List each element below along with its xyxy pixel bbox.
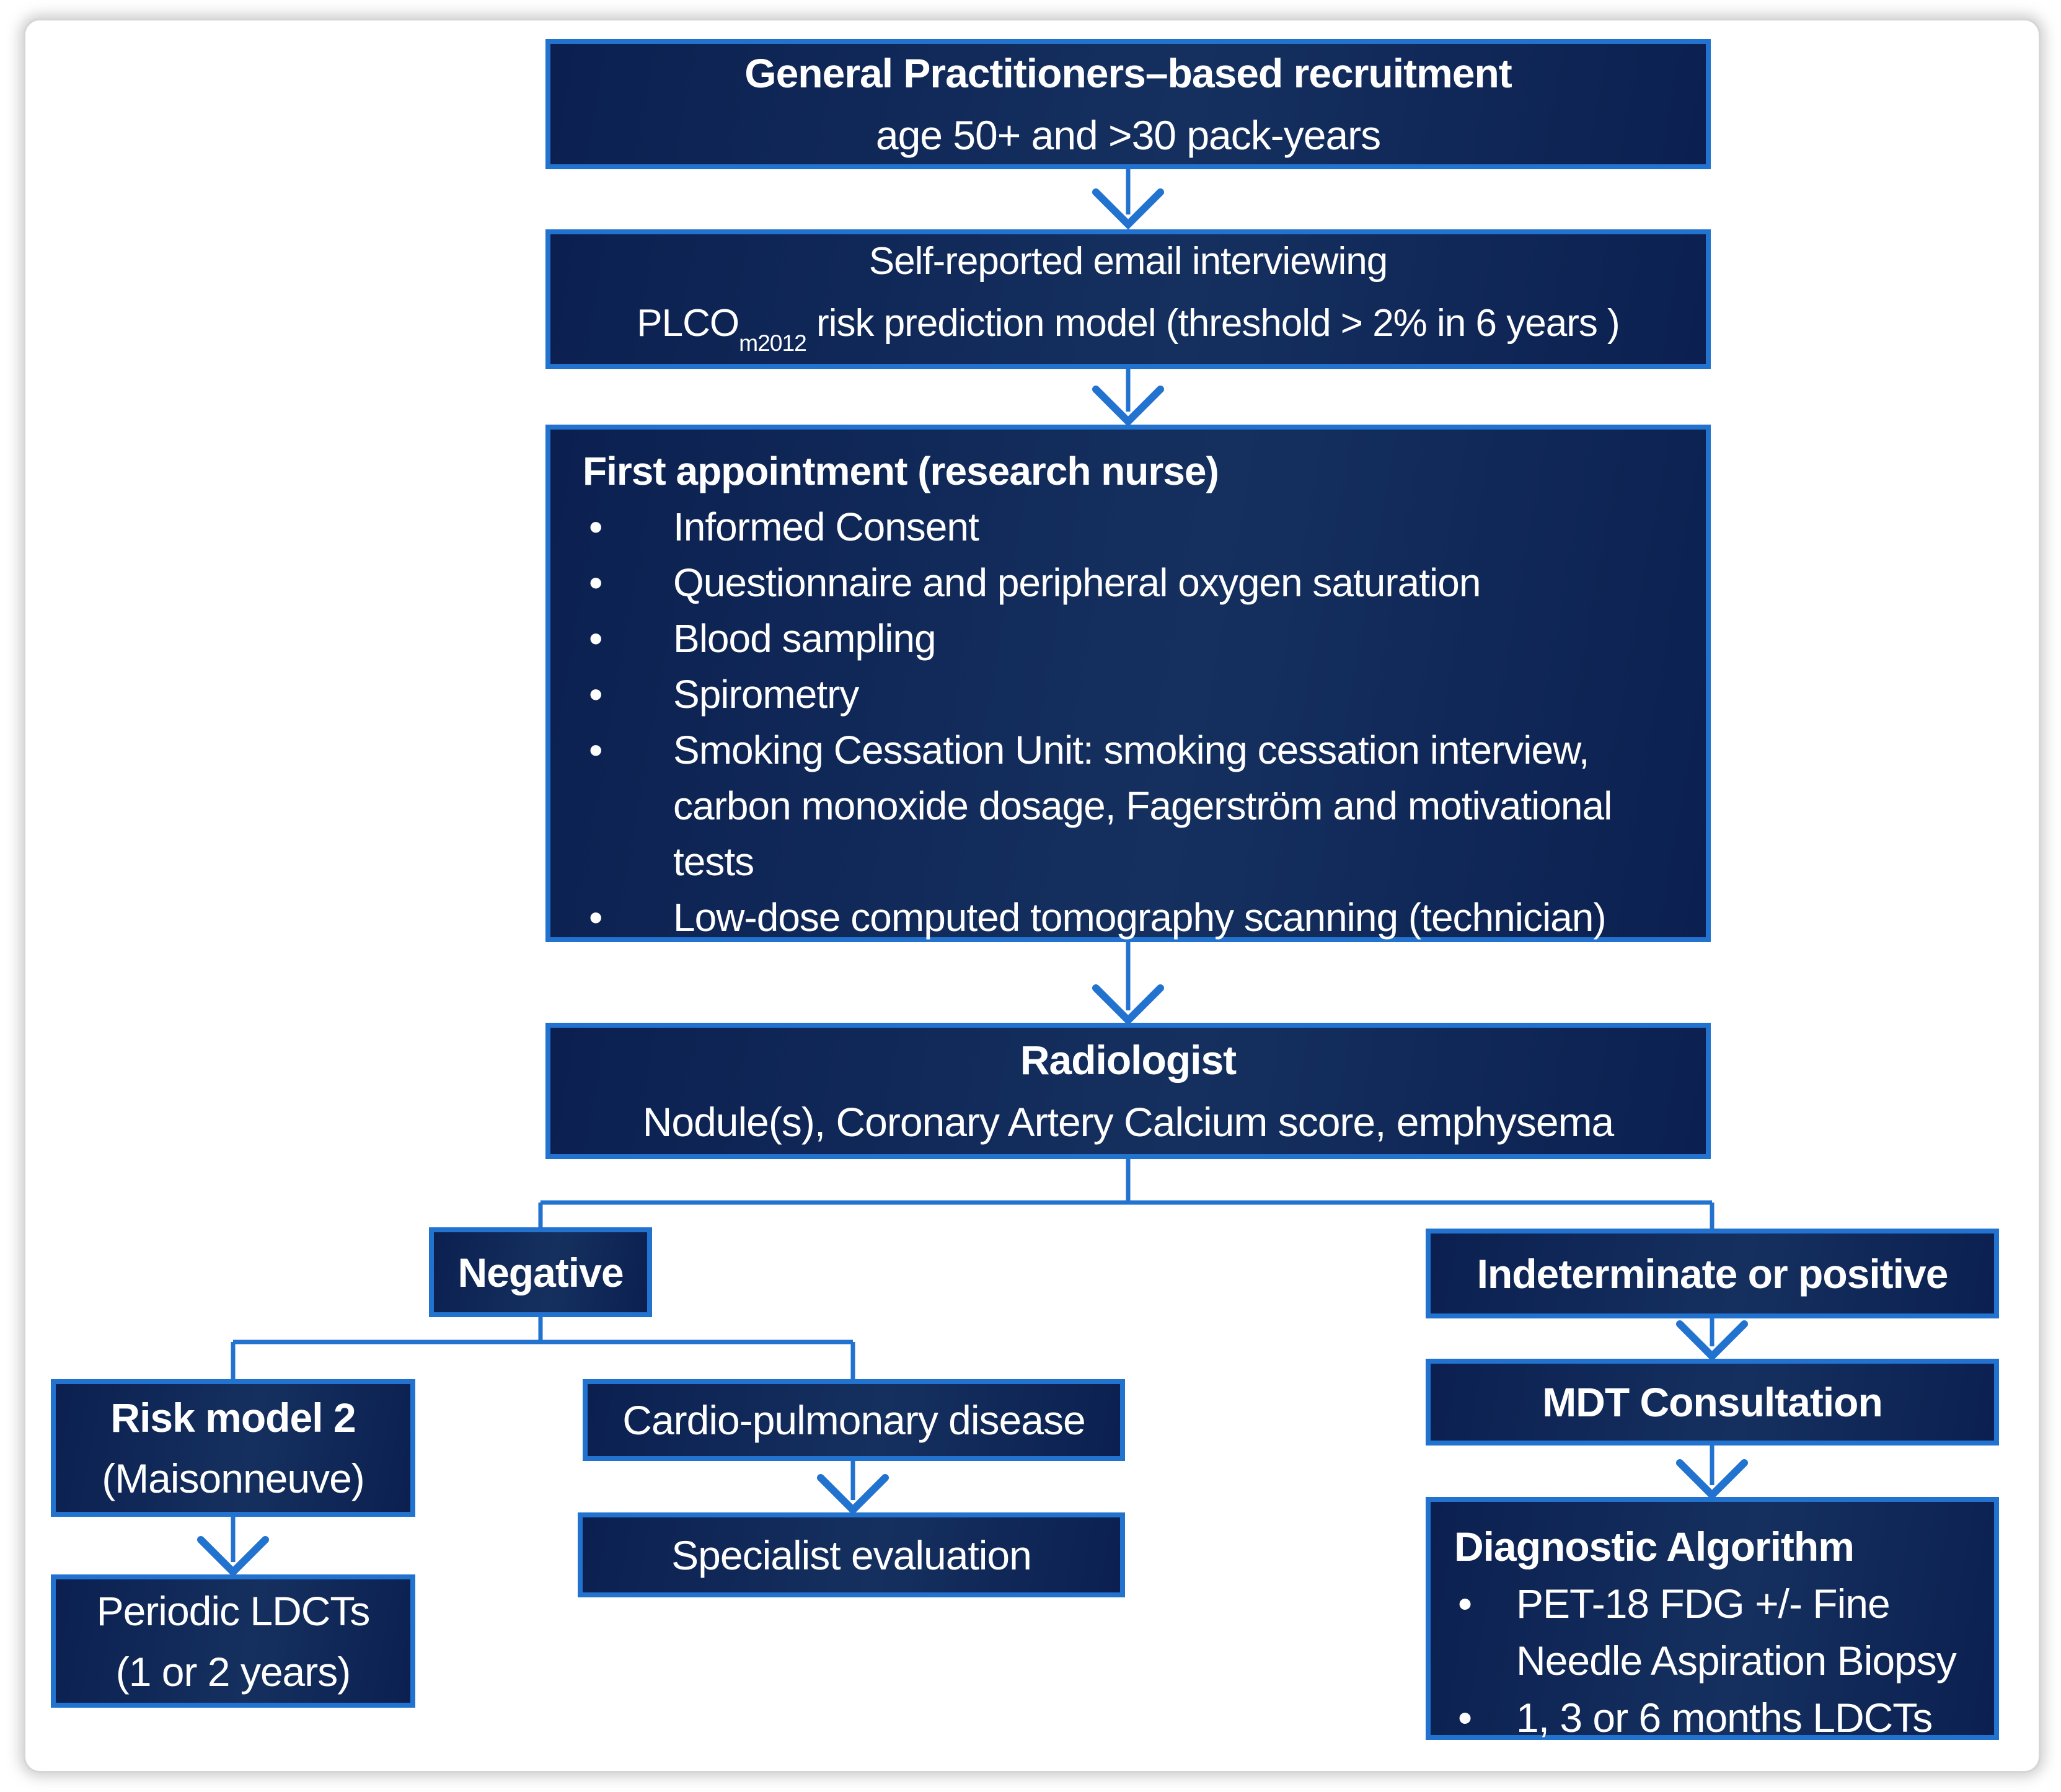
node-risk-model: Risk model 2 (Maisonneuve) <box>51 1379 415 1517</box>
risk-model-subtitle: (Maisonneuve) <box>102 1455 365 1501</box>
interview-line2: PLCOm2012 risk prediction model (thresho… <box>637 293 1620 367</box>
interview-line1: Self-reported email interviewing <box>868 240 1388 283</box>
appointment-bullet: Spirometry <box>583 666 1687 722</box>
mdt-consultation-label: MDT Consultation <box>1542 1379 1883 1425</box>
recruitment-criteria: age 50+ and >30 pack-years <box>875 112 1381 158</box>
node-recruitment: General Practitioners–based recruitment … <box>545 39 1711 169</box>
recruitment-title: General Practitioners–based recruitment <box>744 50 1512 96</box>
node-interview: Self-reported email interviewing PLCOm20… <box>545 229 1711 369</box>
node-first-appointment: First appointment (research nurse) Infor… <box>545 425 1711 945</box>
appointment-bullet: Low-dose computed tomography scanning (t… <box>583 889 1687 945</box>
cardio-pulmonary-label: Cardio-pulmonary disease <box>622 1397 1085 1443</box>
diagnostic-bullet: 1, 3 or 6 months LDCTs <box>1454 1689 1985 1746</box>
appointment-bullet-list: Informed Consent Questionnaire and perip… <box>583 499 1687 945</box>
node-diagnostic-algorithm: Diagnostic Algorithm PET-18 FDG +/- Fine… <box>1426 1497 1999 1746</box>
negative-label: Negative <box>457 1249 624 1295</box>
specialist-evaluation-label: Specialist evaluation <box>671 1532 1032 1578</box>
appointment-bullet: Blood sampling <box>583 611 1687 666</box>
node-radiologist: Radiologist Nodule(s), Coronary Artery C… <box>545 1023 1711 1159</box>
node-cardio-pulmonary: Cardio-pulmonary disease <box>583 1379 1125 1461</box>
appointment-title: First appointment (research nurse) <box>583 449 1219 493</box>
radiologist-title: Radiologist <box>1020 1037 1237 1083</box>
diagnostic-bullet: PET-18 FDG +/- Fine Needle Aspiration Bi… <box>1454 1575 1985 1689</box>
plco-prefix: PLCO <box>637 302 739 345</box>
plco-subscript: m2012 <box>739 330 807 356</box>
diagnostic-bullet-list: PET-18 FDG +/- Fine Needle Aspiration Bi… <box>1454 1575 1985 1746</box>
appointment-bullet: Smoking Cessation Unit: smoking cessatio… <box>583 722 1687 889</box>
periodic-ldct-line1: Periodic LDCTs <box>96 1587 371 1634</box>
plco-suffix: risk prediction model (threshold > 2% in… <box>806 302 1620 345</box>
node-mdt-consultation: MDT Consultation <box>1426 1359 1999 1446</box>
node-negative: Negative <box>429 1227 652 1317</box>
node-specialist-evaluation: Specialist evaluation <box>578 1512 1125 1597</box>
periodic-ldct-line2: (1 or 2 years) <box>115 1648 351 1695</box>
node-indeterminate: Indeterminate or positive <box>1426 1229 1999 1318</box>
indeterminate-label: Indeterminate or positive <box>1476 1250 1949 1297</box>
appointment-bullet: Informed Consent <box>583 499 1687 555</box>
node-periodic-ldct: Periodic LDCTs (1 or 2 years) <box>51 1574 415 1708</box>
radiologist-findings: Nodule(s), Coronary Artery Calcium score… <box>642 1099 1615 1145</box>
appointment-bullet: Questionnaire and peripheral oxygen satu… <box>583 555 1687 611</box>
diagnostic-title: Diagnostic Algorithm <box>1454 1524 1855 1569</box>
risk-model-title: Risk model 2 <box>110 1395 356 1441</box>
